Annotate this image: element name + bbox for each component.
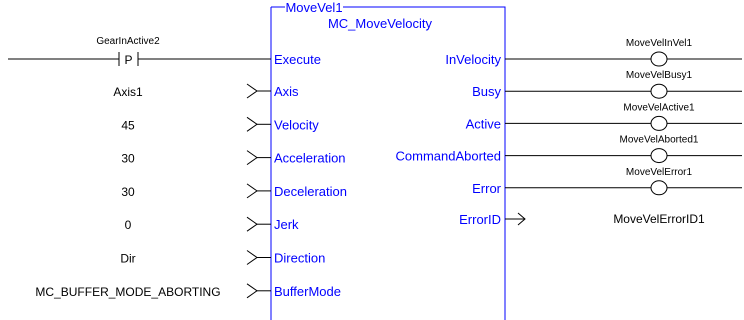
input-pin-label: Direction [274,251,325,266]
input-row: Axis1 Axis [113,83,299,99]
input-arrow-icon [246,150,258,166]
input-arrow-icon [246,250,258,265]
pin-execute: Execute [274,52,321,67]
coil-icon[interactable] [650,180,668,196]
error-id-arrow-icon [517,212,526,226]
input-row: 30 Deceleration [121,183,347,199]
output-pin-label: CommandAborted [396,149,502,164]
input-pin-label: Velocity [274,117,319,132]
input-value[interactable]: MC_BUFFER_MODE_ABORTING [35,285,220,299]
positive-contact[interactable]: P [118,52,139,67]
input-value[interactable]: Axis1 [113,85,143,99]
input-row: 0 Jerk [125,216,299,232]
input-pin-label: Jerk [274,217,299,232]
coil-variable: MoveVelInVel1 [626,38,693,49]
block-type-name: MC_MoveVelocity [328,16,433,31]
coil-icon[interactable] [650,51,668,67]
input-value[interactable]: 45 [121,118,135,132]
input-pin-label: Acceleration [274,151,346,166]
output-pin-label: Active [466,116,501,131]
pin-errorid: ErrorID [459,212,501,227]
input-pin-label: Deceleration [274,184,347,199]
coil-icon[interactable] [650,148,668,164]
input-arrow-icon [246,216,258,232]
error-id-variable: MoveVelErrorID1 [613,212,705,226]
input-pin-label: Axis [274,84,299,99]
input-row: 30 Acceleration [121,150,346,166]
output-row: Active MoveVelActive1 [466,102,742,131]
coil-variable: MoveVelBusy1 [626,70,693,81]
output-pin-label: Busy [472,84,501,99]
input-row: MC_BUFFER_MODE_ABORTING BufferMode [35,283,341,299]
input-value[interactable]: Dir [120,252,135,266]
output-row: CommandAborted MoveVelAborted1 [396,135,742,164]
output-row: Busy MoveVelBusy1 [472,70,742,99]
output-row: InVelocity MoveVelInVel1 [445,38,742,67]
coil-icon[interactable] [650,115,668,131]
input-arrow-icon [246,183,258,199]
coil-variable: MoveVelAborted1 [620,135,699,146]
input-value[interactable]: 30 [121,152,135,166]
coil-variable: MoveVelError1 [626,167,693,178]
error-id-output: ErrorID MoveVelErrorID1 [459,212,705,227]
output-pin-label: Error [472,181,502,196]
contact-type-label: P [124,53,132,67]
output-pin-label: InVelocity [445,52,501,67]
input-value[interactable]: 0 [125,218,132,232]
contact-variable-label: GearInActive2 [96,36,160,47]
input-row: 45 Velocity [121,116,319,132]
output-row: Error MoveVelError1 [472,167,742,196]
coil-icon[interactable] [650,83,668,99]
coil-variable: MoveVelActive1 [623,102,695,113]
input-value[interactable]: 30 [121,185,135,199]
input-arrow-icon [246,283,258,299]
input-pin-label: BufferMode [274,284,341,299]
input-arrow-icon [246,116,258,132]
input-row: Dir Direction [120,250,325,266]
input-arrow-icon [246,83,258,99]
block-instance-name: MoveVel1 [285,0,342,15]
